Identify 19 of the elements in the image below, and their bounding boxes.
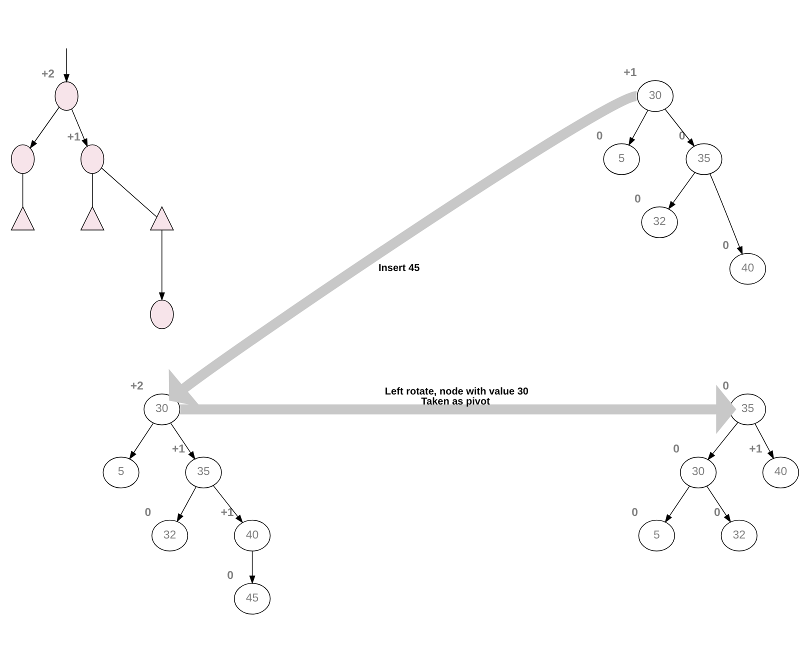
node-label: 0 — [722, 240, 730, 252]
node-label: +1 — [749, 444, 762, 456]
node-label: +1 — [172, 444, 186, 456]
node-label: +1 — [67, 131, 80, 144]
node-label: 0 — [227, 570, 234, 582]
node-label: 0 — [632, 506, 638, 519]
node-label: 0 — [144, 506, 152, 519]
edge-label: Insert 45 — [378, 262, 420, 274]
node-label: 0 — [678, 130, 686, 142]
node-label: +1 — [220, 506, 234, 519]
node-label: 0 — [673, 444, 680, 456]
node-label: 0 — [722, 380, 730, 393]
node-label: +2 — [41, 68, 55, 80]
node-label: 0 — [634, 193, 641, 206]
node-label: 0 — [714, 506, 720, 519]
node-label: +2 — [130, 380, 144, 393]
node-label: 0 — [596, 130, 603, 142]
node-label: +1 — [624, 67, 637, 80]
edge-label: Left rotate, node with value 30 Taken as pivot — [384, 386, 529, 408]
